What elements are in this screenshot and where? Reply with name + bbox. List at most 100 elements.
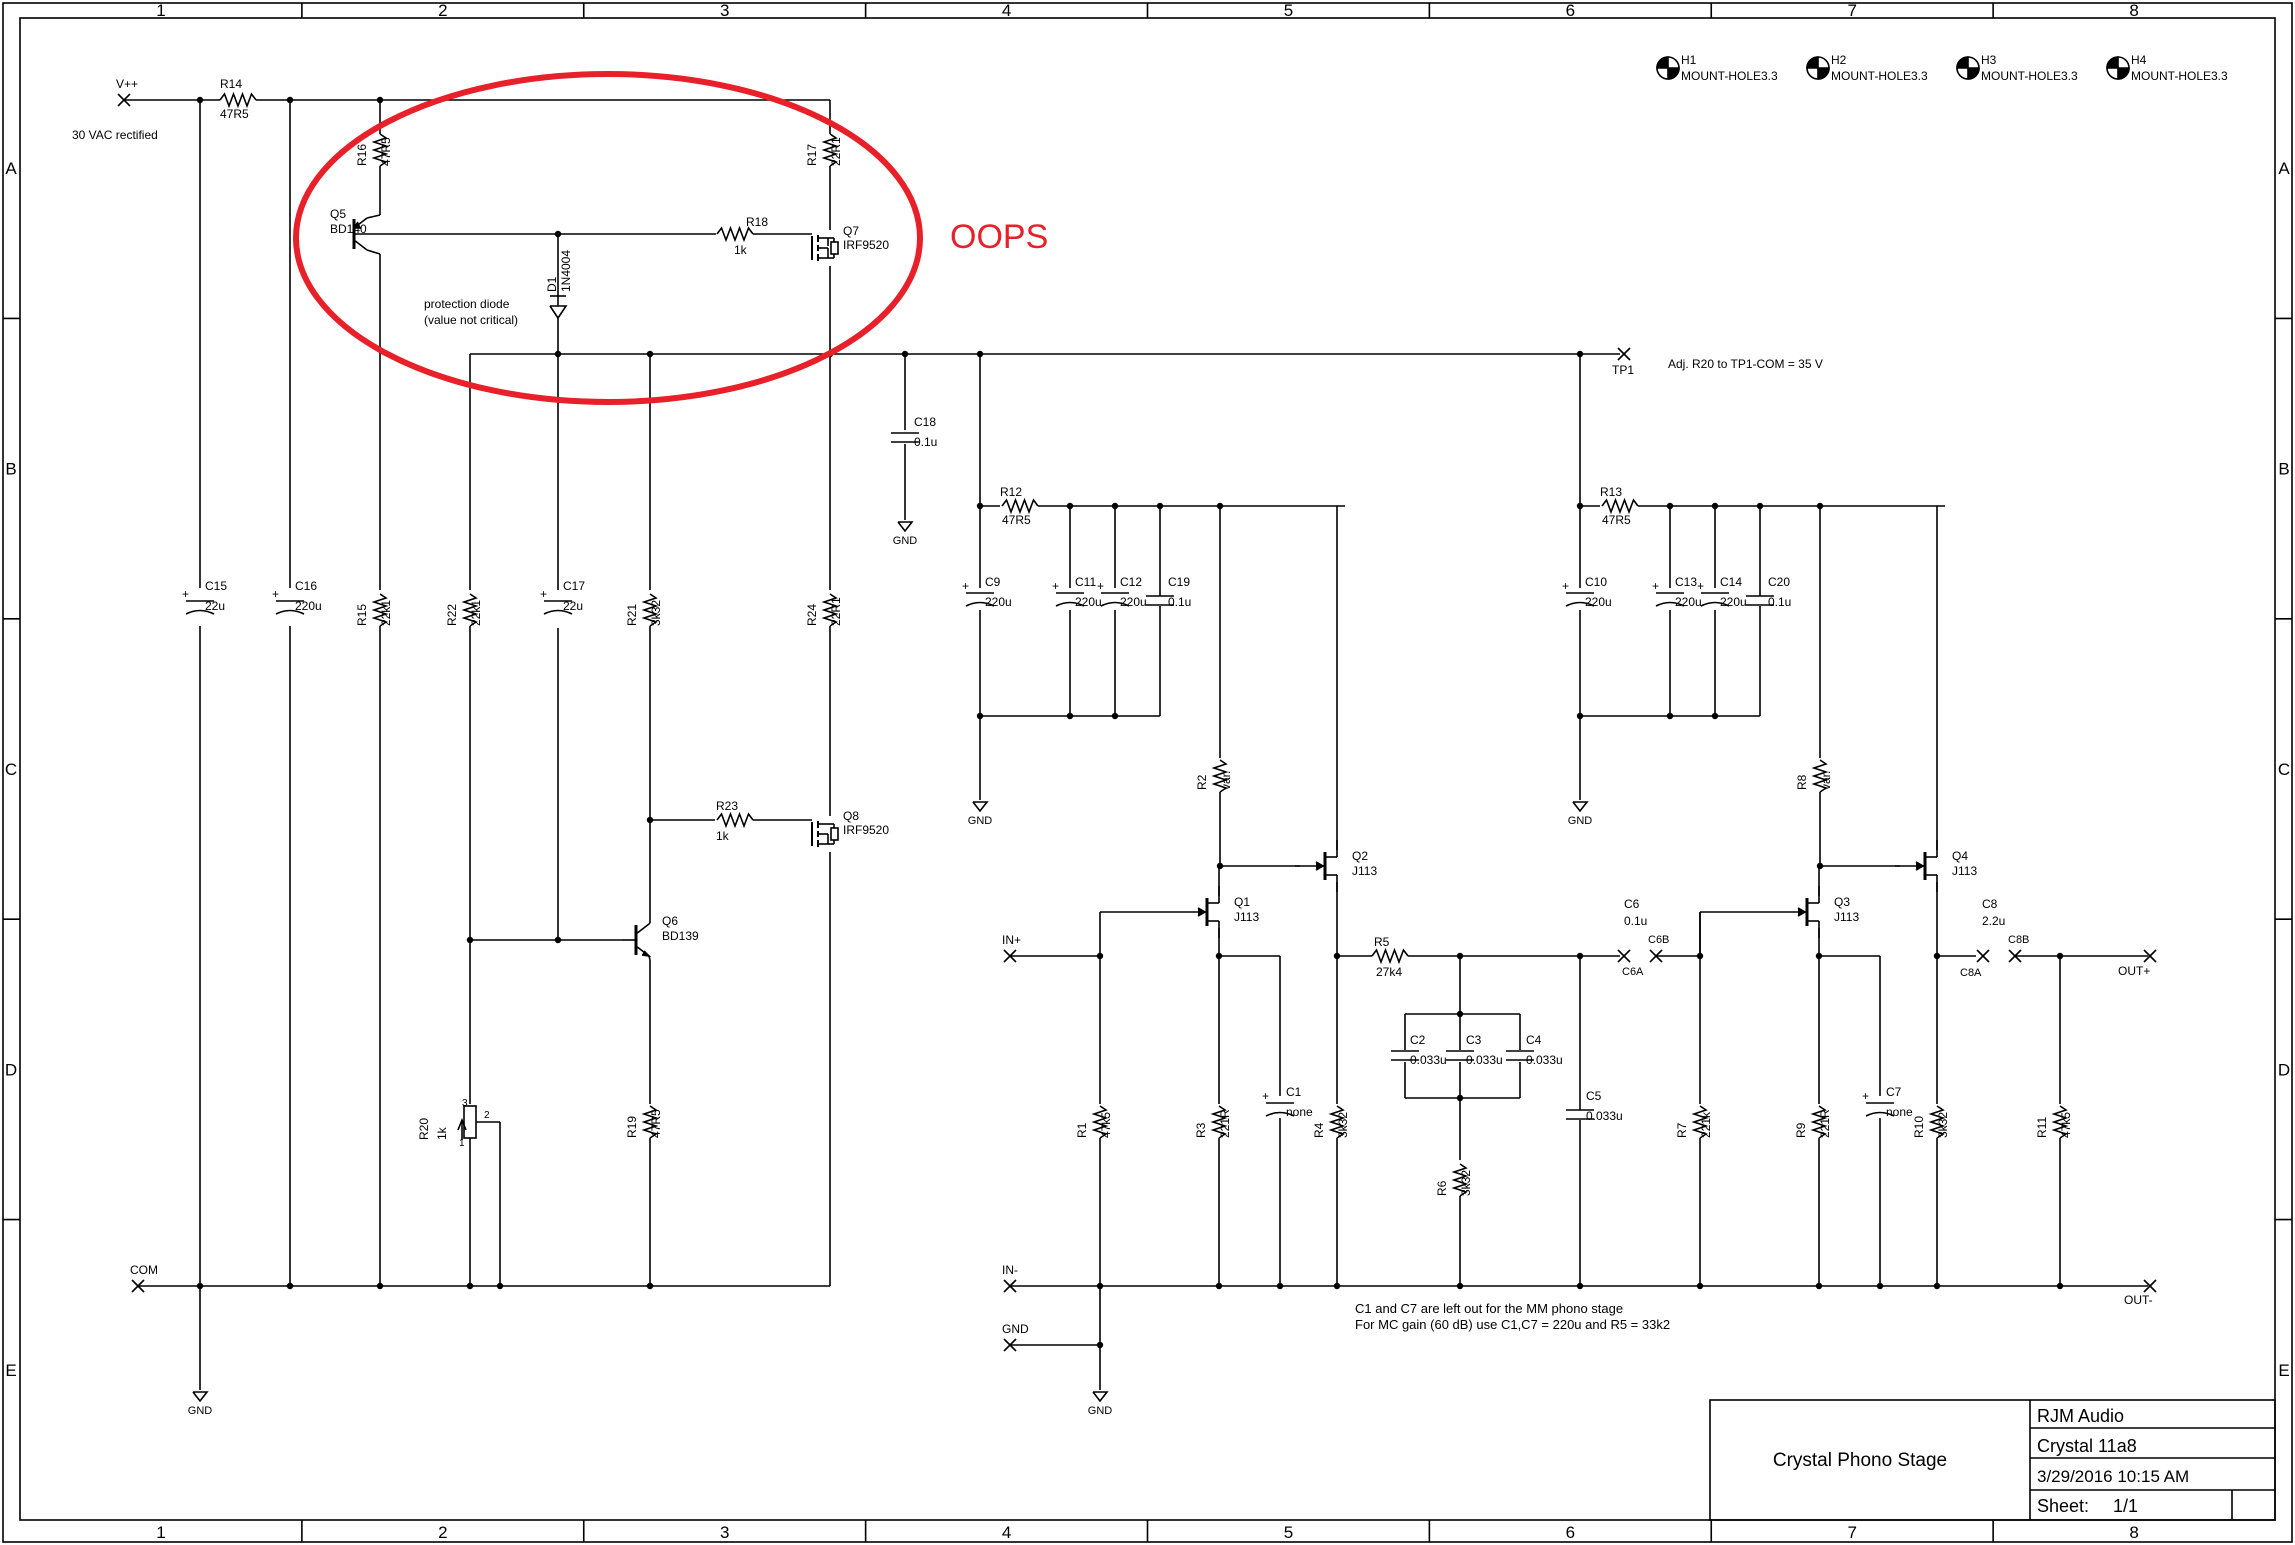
resistor-r15 — [371, 593, 389, 627]
column-label: 6 — [1566, 1, 1575, 20]
label: C5 — [1586, 1089, 1602, 1103]
column-label: 5 — [1284, 1, 1293, 20]
label: 22R1 — [829, 597, 843, 626]
in-plus-label: IN+ — [1002, 933, 1021, 947]
label: 1k — [734, 243, 748, 257]
sheet-label: Sheet: — [2037, 1496, 2089, 1516]
in-minus-label: IN- — [1002, 1263, 1018, 1277]
row-label: A — [5, 159, 17, 178]
label: 22k1 — [379, 600, 393, 626]
label: 0.1u — [1624, 914, 1647, 928]
junction-dot — [1696, 1282, 1704, 1290]
label: 47R5 — [1602, 513, 1631, 527]
junction-dot — [1066, 712, 1074, 720]
capacitor-c3 — [1446, 1050, 1474, 1061]
gnd-connector — [1003, 1338, 1017, 1352]
mount-hole-icon — [2106, 56, 2130, 80]
junction-dot — [1276, 1282, 1284, 1290]
label: R1 — [1075, 1122, 1089, 1138]
capacitor-c19 — [1146, 595, 1174, 606]
label: R18 — [746, 215, 768, 229]
resistor-r24 — [821, 593, 839, 627]
column-label: 5 — [1284, 1523, 1293, 1542]
drawing-number: Crystal 11a8 — [2037, 1436, 2137, 1456]
label: C8A — [1960, 967, 1982, 979]
capacitor-c7 — [1865, 1102, 1895, 1117]
gnd-in-label: GND — [1002, 1322, 1029, 1336]
column-label: 3 — [720, 1523, 729, 1542]
adjust-note: Adj. R20 to TP1-COM = 35 V — [1668, 357, 1823, 371]
junction-dot — [1876, 1282, 1884, 1290]
label: Q3 — [1834, 895, 1850, 909]
row-label: B — [2278, 460, 2289, 479]
label: 220u — [1720, 595, 1747, 609]
label: Q4 — [1952, 849, 1968, 863]
label: 47R5 — [1002, 513, 1031, 527]
label: J113 — [1234, 910, 1259, 924]
row-label: B — [5, 460, 16, 479]
label: 22u — [205, 599, 225, 613]
column-label: 8 — [2129, 1523, 2138, 1542]
capacitor-c5 — [1566, 1109, 1594, 1120]
drawing-date: 3/29/2016 10:15 AM — [2037, 1467, 2189, 1486]
polarity-mark: + — [1262, 1089, 1269, 1103]
resistor-r6 — [1451, 1163, 1469, 1197]
c8a-connector — [1976, 949, 1990, 963]
gnd-symbol — [897, 521, 914, 533]
capacitor-c10 — [1565, 592, 1595, 607]
label: C16 — [295, 579, 317, 593]
label: C8 — [1982, 897, 1998, 911]
resistor-r1 — [1091, 1105, 1109, 1139]
diode-note: (value not critical) — [424, 313, 518, 327]
label: C8B — [2008, 934, 2029, 946]
label: 220u — [1675, 595, 1702, 609]
column-label: 6 — [1566, 1523, 1575, 1542]
vpp-connector — [117, 93, 131, 107]
label: 0.1u — [914, 435, 937, 449]
jfet-q4 — [1895, 840, 1938, 892]
resistor-r19 — [641, 1105, 659, 1139]
label: IRF9520 — [843, 238, 889, 252]
label: Q5 — [330, 207, 346, 221]
label: BD139 — [662, 929, 699, 943]
label: 221k — [1699, 1111, 1713, 1138]
polarity-mark: + — [1862, 1089, 1869, 1103]
row-label: D — [2278, 1060, 2290, 1079]
label: 220u — [1075, 595, 1102, 609]
label: 1N4004 — [559, 250, 573, 292]
label: C17 — [563, 579, 585, 593]
label: 3k32 — [1459, 1170, 1473, 1196]
mosfet-q8 — [811, 821, 839, 847]
label: 1 — [459, 1138, 465, 1149]
label: MOUNT-HOLE3.3 — [1831, 69, 1928, 83]
capacitor-c9 — [965, 592, 995, 607]
label: H4 — [2131, 53, 2147, 67]
com-connector — [131, 1279, 145, 1293]
junction-dot — [1215, 1282, 1223, 1290]
out-minus-label: OUT- — [2124, 1293, 2153, 1307]
capacitor-c11 — [1055, 592, 1085, 607]
row-label: C — [2278, 760, 2290, 779]
gnd-symbol — [1092, 1391, 1109, 1403]
junction-dot — [2056, 1282, 2064, 1290]
label: R16 — [355, 144, 369, 166]
label: GND — [188, 1405, 213, 1417]
junction-dot — [1666, 712, 1674, 720]
label: 2.2u — [1982, 914, 2005, 928]
junction-dot — [646, 1282, 654, 1290]
label: 47R5 — [379, 137, 393, 166]
junction-dot — [1711, 712, 1719, 720]
label: C9 — [985, 575, 1001, 589]
mc-note: C1 and C7 are left out for the MM phono … — [1355, 1301, 1623, 1316]
label: 220u — [1120, 595, 1147, 609]
resistor-r11 — [2051, 1105, 2069, 1139]
resistor-r14 — [219, 91, 257, 109]
label: C7 — [1886, 1085, 1902, 1099]
c6b-connector — [1649, 949, 1663, 963]
label: R8 — [1795, 774, 1809, 790]
annotation-circle — [293, 71, 923, 405]
label: 1k — [716, 829, 730, 843]
label: R19 — [625, 1116, 639, 1138]
